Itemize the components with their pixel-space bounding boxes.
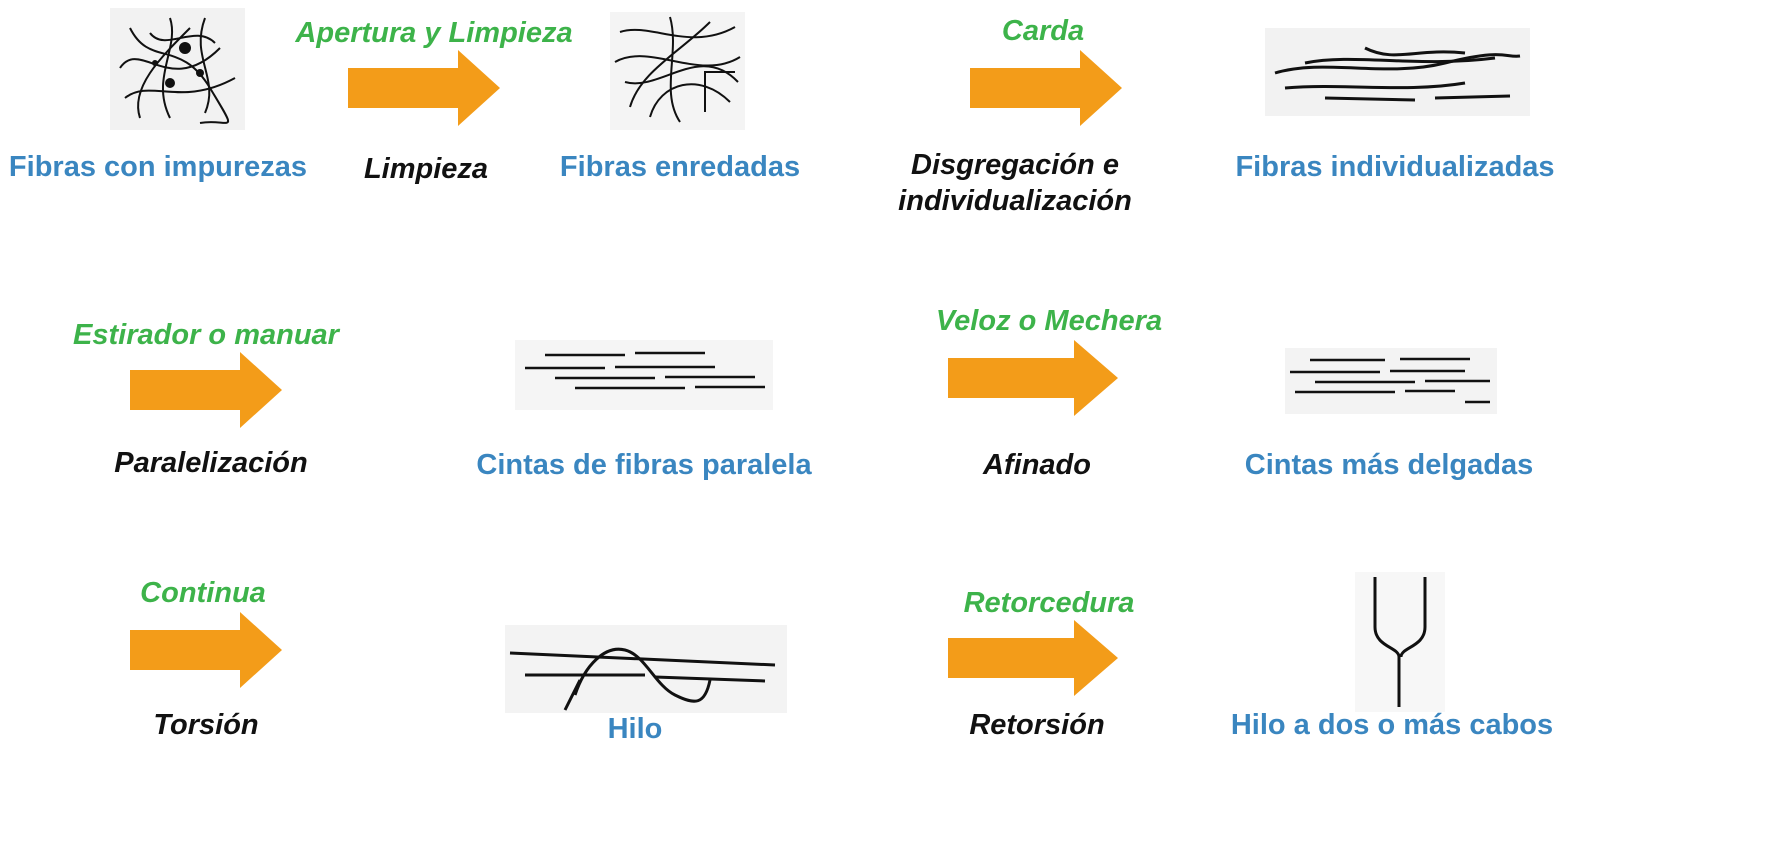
label-paralelizacion: Paralelización (114, 447, 308, 479)
tangled-fibers-with-impurities-sketch (110, 8, 245, 130)
label-disgregacion: Disgregación e (911, 149, 1119, 181)
label-fibras-con-impurezas: Fibras con impurezas (8, 151, 308, 183)
yarn-sketch (505, 625, 787, 713)
label-hilo: Hilo (607, 713, 663, 745)
arrow-estirador (130, 352, 282, 428)
label-afinado: Afinado (983, 449, 1091, 481)
label-individualizacion: individualización (898, 185, 1132, 217)
label-fibras-individualizadas: Fibras individualizadas (1235, 151, 1555, 183)
label-limpieza: Limpieza (363, 153, 489, 185)
arrow-continua (130, 612, 282, 688)
label-retorsion: Retorsión (969, 709, 1105, 741)
label-estirador-o-manuar: Estirador o manuar (73, 319, 339, 351)
arrow-retorcedura (948, 620, 1118, 696)
thinner-tapes-sketch (1285, 348, 1497, 414)
label-hilo-a-dos-o-mas-cabos: Hilo a dos o más cabos (1230, 709, 1554, 741)
arrow-carda (970, 50, 1122, 126)
label-carda: Carda (1001, 15, 1085, 47)
label-retorcedura: Retorcedura (963, 587, 1135, 619)
arrow-apertura-limpieza (348, 50, 500, 126)
arrow-veloz (948, 340, 1118, 416)
tangled-fibers-sketch (610, 12, 745, 130)
label-torsion: Torsión (153, 709, 259, 741)
label-cintas-de-fibras-paralela: Cintas de fibras paralela (476, 449, 812, 481)
label-cintas-mas-delgadas: Cintas más delgadas (1244, 449, 1534, 481)
label-veloz-o-mechera: Veloz o Mechera (935, 305, 1163, 337)
parallel-fibers-tape-sketch (515, 340, 773, 410)
label-fibras-enredadas: Fibras enredadas (559, 151, 801, 183)
label-continua: Continua (140, 577, 266, 609)
plied-yarn-sketch (1355, 572, 1445, 712)
label-apertura-y-limpieza: Apertura y Limpieza (295, 17, 573, 49)
individualized-fibers-sketch (1265, 28, 1530, 116)
